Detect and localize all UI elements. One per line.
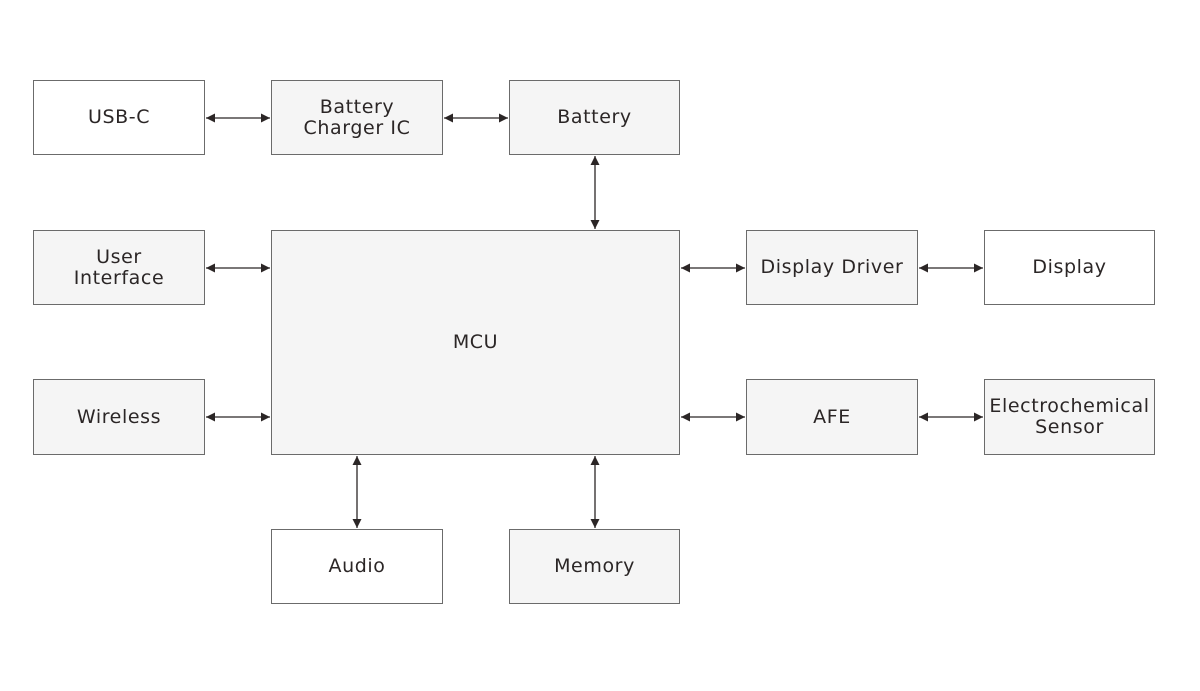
block-label: Display [1032,256,1107,278]
block-label: Display Driver [760,256,904,278]
block-electrochemical-sensor: Electrochemical Sensor [984,379,1155,455]
block-label: USB-C [87,106,151,128]
block-label: MCU [452,331,499,353]
block-battery: Battery [509,80,680,155]
block-label: AFE [813,405,851,428]
block-afe: AFE [746,379,918,455]
block-label: Memory [554,555,635,577]
block-battery-charger-ic: Battery Charger IC [271,80,443,155]
block-user-interface: User Interface [33,230,205,305]
block-label: Battery [557,106,632,128]
block-label: Electrochemical Sensor [989,395,1150,438]
block-label: Audio [328,555,386,577]
block-audio: Audio [271,529,443,604]
block-mcu: MCU [271,230,680,455]
block-label: User Interface [73,245,165,289]
block-display: Display [984,230,1155,305]
block-display-driver: Display Driver [746,230,918,305]
block-memory: Memory [509,529,680,604]
block-wireless: Wireless [33,379,205,455]
block-usb-c: USB-C [33,80,205,155]
block-label: Battery Charger IC [303,95,411,139]
block-label: Wireless [76,405,162,428]
